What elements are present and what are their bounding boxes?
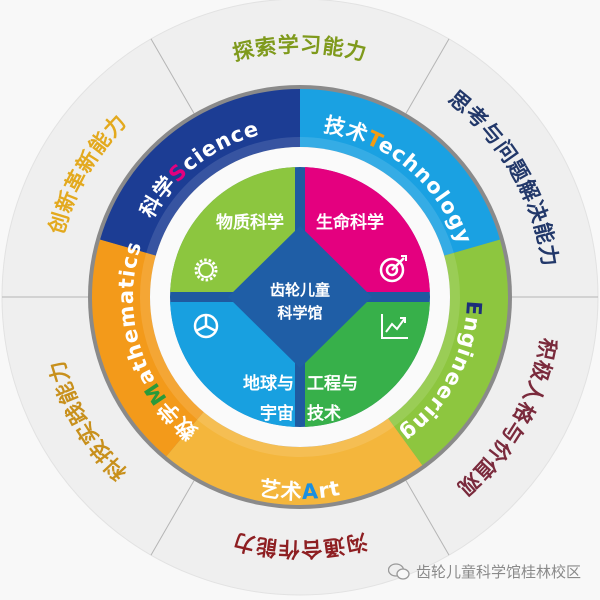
ring-inner-band: [300, 137, 454, 256]
wechat-icon: [388, 562, 410, 580]
watermark-text: 齿轮儿童科学馆桂林校区: [416, 563, 582, 581]
inner-disc: [170, 167, 430, 427]
quadrant-label: 技术: [307, 403, 341, 424]
quadrant-label: 工程与: [307, 374, 358, 394]
ring-segment-mathematics: [92, 239, 204, 457]
ring-segment-art: [166, 411, 423, 506]
ring-segment-science: [100, 89, 301, 256]
pie-chart-icon: [193, 313, 219, 339]
divider-line: [405, 480, 450, 556]
center-diamond: [228, 226, 372, 368]
quadrant-label: 宇宙: [260, 403, 294, 424]
divider-line: [150, 38, 195, 114]
ring-inner-band: [146, 137, 300, 256]
target-icon: [379, 255, 407, 283]
line-chart-icon: [381, 314, 408, 339]
divider-line: [150, 480, 195, 556]
ring-label-art: 艺术Art: [258, 476, 343, 504]
gear-icon: [194, 258, 218, 282]
ring-inner-band: [388, 252, 460, 427]
ring-segment-engineering: [388, 239, 509, 466]
watermark: 齿轮儿童科学馆桂林校区: [388, 561, 581, 582]
quadrant-label: 生命科学: [316, 212, 384, 233]
steam-ring: [92, 89, 509, 506]
divider-line: [405, 38, 450, 114]
center-title: 科学馆: [277, 304, 322, 322]
ring-inner-band: [140, 252, 204, 420]
quadrant-label: 物质科学: [216, 212, 284, 233]
ability-dividers: [2, 38, 598, 556]
quadrant-label: 地球与: [243, 373, 294, 394]
ring-inner-band: [197, 411, 395, 457]
ring-segment-technology: [300, 89, 500, 256]
center-title: 齿轮儿童: [270, 281, 330, 299]
